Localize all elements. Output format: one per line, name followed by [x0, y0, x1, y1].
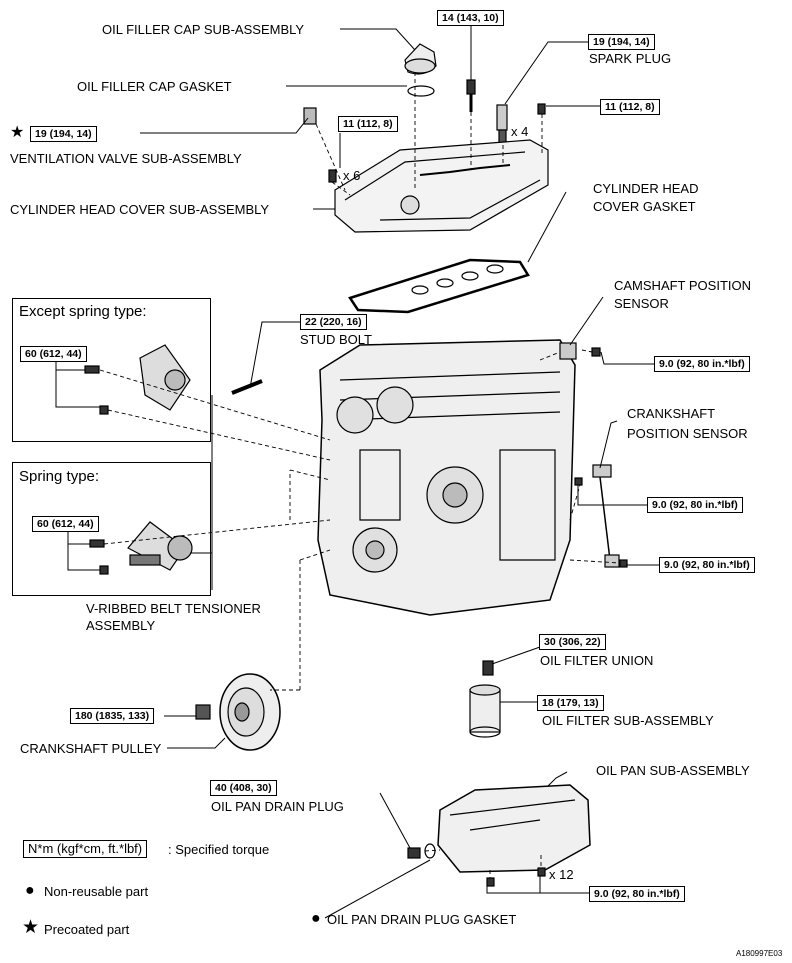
label-oil-pan: OIL PAN SUB-ASSEMBLY [596, 763, 750, 778]
ventilation-valve-drawing [303, 107, 317, 125]
precoated-star-icon: ★ [10, 124, 25, 141]
torque-box-tensioner-spring: 60 (612, 44) [32, 516, 99, 532]
engine-block-drawing [317, 339, 576, 616]
label-oil-filter-union: OIL FILTER UNION [540, 653, 654, 668]
label-ventilation-valve: VENTILATION VALVE SUB-ASSEMBLY [10, 151, 242, 166]
label-camshaft-sensor-2: SENSOR [614, 296, 669, 311]
torque-box-cover-bolts-right: 11 (112, 8) [600, 99, 660, 115]
bolt-drawing [466, 79, 476, 112]
oil-pan-drawing [437, 784, 591, 873]
frame-spring-type [12, 462, 211, 596]
label-tensioner-2: ASSEMBLY [86, 618, 156, 633]
label-crankshaft-sensor-1: CRANKSHAFT [627, 406, 716, 421]
camshaft-sensor-drawing [559, 342, 601, 360]
torque-box-camshaft-sensor: 9.0 (92, 80 in.*lbf) [654, 356, 750, 372]
legend-precoated-star-icon: ★ [22, 917, 40, 938]
legend-torque-box: N*m (kgf*cm, ft.*lbf) [23, 840, 148, 858]
non-reusable-circle-icon: ● [311, 910, 321, 927]
qty-cover-bolts: x 6 [343, 168, 361, 183]
frame-title-except-spring: Except spring type: [19, 303, 147, 320]
oil-pan-drain-plug-drawing [407, 847, 421, 859]
oil-filler-cap-drawing [404, 43, 437, 75]
leader-lines [55, 24, 660, 919]
label-cylinder-head-cover-gasket-1: CYLINDER HEAD [593, 181, 699, 196]
torque-box-lower-bolt: 9.0 (92, 80 in.*lbf) [659, 557, 755, 573]
torque-box-crankshaft-sensor: 9.0 (92, 80 in.*lbf) [647, 497, 743, 513]
legend-non-reusable-circle-icon: ● [25, 882, 35, 899]
torque-box-bolt: 14 (143, 10) [437, 10, 504, 26]
tensioner-spring-drawing [89, 521, 193, 575]
torque-box-oil-filter: 18 (179, 13) [537, 695, 604, 711]
label-oil-pan-drain-plug-gasket: OIL PAN DRAIN PLUG GASKET [327, 912, 517, 927]
oil-filler-cap-gasket-drawing [407, 85, 435, 97]
crankshaft-pulley-drawing [195, 673, 281, 751]
cylinder-head-cover-drawing [334, 139, 549, 233]
torque-box-oil-pan-drain-plug: 40 (408, 30) [210, 780, 277, 796]
legend-non-reusable-text: Non-reusable part [44, 884, 149, 899]
cylinder-head-cover-gasket-drawing [348, 258, 530, 314]
torque-box-oil-filter-union: 30 (306, 22) [539, 634, 606, 650]
torque-box-crankshaft-pulley: 180 (1835, 133) [70, 708, 155, 724]
oil-filter-drawing [469, 684, 501, 738]
frame-title-spring: Spring type: [19, 468, 100, 485]
crankshaft-sensor-drawing [574, 464, 628, 568]
oil-filter-union-drawing [482, 660, 494, 676]
stud-bolt-drawing [231, 379, 263, 395]
label-crankshaft-pulley: CRANKSHAFT PULLEY [20, 741, 162, 756]
torque-box-stud-bolt: 22 (220, 16) [300, 314, 367, 330]
torque-box-spark-plug: 19 (194, 14) [588, 34, 655, 50]
qty-pan-bolts: x 12 [549, 867, 574, 882]
label-crankshaft-sensor-2: POSITION SENSOR [627, 426, 748, 441]
label-oil-filter: OIL FILTER SUB-ASSEMBLY [542, 713, 714, 728]
label-cylinder-head-cover: CYLINDER HEAD COVER SUB-ASSEMBLY [10, 202, 270, 217]
label-oil-filler-cap: OIL FILLER CAP SUB-ASSEMBLY [102, 22, 305, 37]
torque-box-ventilation-valve: 19 (194, 14) [30, 126, 97, 142]
spark-plug-drawing [496, 104, 508, 145]
qty-spark-plug: x 4 [511, 124, 529, 139]
frame-except-spring-type [12, 298, 211, 442]
label-oil-filler-cap-gasket: OIL FILLER CAP GASKET [77, 79, 232, 94]
label-oil-pan-drain-plug: OIL PAN DRAIN PLUG [211, 799, 344, 814]
label-tensioner-1: V-RIBBED BELT TENSIONER [86, 601, 261, 616]
figure-code: A180997E03 [736, 949, 783, 958]
torque-box-cover-bolts: 11 (112, 8) [338, 116, 398, 132]
label-spark-plug: SPARK PLUG [589, 51, 672, 66]
torque-box-oil-pan: 9.0 (92, 80 in.*lbf) [589, 886, 685, 902]
label-stud-bolt: STUD BOLT [300, 332, 372, 347]
label-cylinder-head-cover-gasket-2: COVER GASKET [593, 199, 696, 214]
torque-box-tensioner-except-spring: 60 (612, 44) [20, 346, 87, 362]
legend-precoated-text: Precoated part [44, 922, 130, 937]
label-camshaft-sensor-1: CAMSHAFT POSITION [614, 278, 751, 293]
legend-torque-text: : Specified torque [168, 842, 270, 857]
dashed-lines [99, 72, 621, 878]
